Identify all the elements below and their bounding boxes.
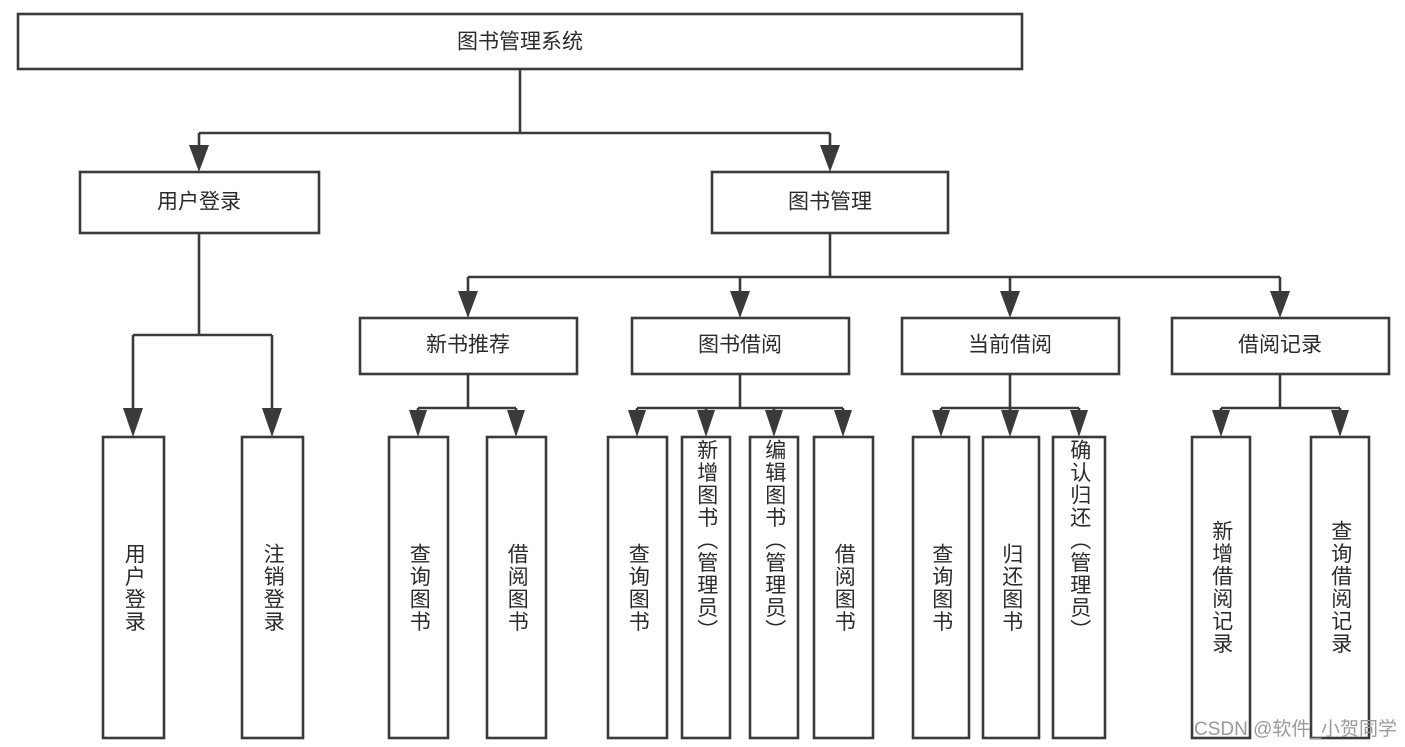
node-leaf-query-book-3-label: 查询图书 [929, 542, 953, 633]
node-user-login-box[interactable] [78, 170, 321, 235]
node-root-label: 图书管理系统 [457, 31, 583, 54]
node-leaf-borrow-book-2-box[interactable] [812, 435, 875, 740]
node-leaf-user-logout-box[interactable] [240, 435, 305, 740]
node-leaf-query-book-3-box[interactable] [911, 435, 971, 740]
node-current-borrow-box[interactable] [900, 316, 1121, 376]
node-leaf-return-book-box[interactable] [981, 435, 1041, 740]
node-leaf-query-book-2[interactable]: 查询图书 [606, 435, 669, 740]
arrow-to-leaf-query-book-1 [409, 410, 427, 437]
node-book-borrow-box[interactable] [630, 316, 851, 376]
node-leaf-return-book-label: 归还图书 [999, 542, 1023, 633]
node-leaf-borrow-book-1-box[interactable] [485, 435, 548, 740]
node-leaf-confirm-return-box[interactable] [1051, 435, 1107, 740]
node-book-management-box[interactable] [710, 170, 950, 235]
node-leaf-add-record-label: 新增借阅记录 [1209, 520, 1233, 655]
node-book-management[interactable]: 图书管理 [710, 170, 950, 235]
node-leaf-user-logout[interactable]: 注销登录 [240, 435, 305, 740]
leaf-layer: 用户登录 注销登录 查询图书 [101, 435, 1371, 740]
connector-new-book-recommend-to-leaves [416, 374, 518, 417]
node-user-login-label: 用户登录 [157, 191, 241, 214]
node-leaf-borrow-book-2-label: 借阅图书 [832, 542, 856, 633]
arrow-to-new-book-recommend [458, 291, 478, 318]
arrow-to-leaf-add-record [1212, 410, 1230, 437]
node-leaf-return-book[interactable]: 归还图书 [981, 435, 1041, 740]
arrow-to-book-management [820, 145, 840, 172]
node-book-management-label: 图书管理 [788, 191, 872, 214]
node-leaf-add-book-label: 新增图书（管理员） [694, 439, 718, 642]
node-leaf-confirm-return-label: 确认归还（管理员） [1067, 439, 1091, 642]
node-leaf-add-book[interactable]: 新增图书（管理员） [680, 435, 732, 740]
arrow-to-user-login [189, 145, 209, 172]
arrowhead-layer [123, 145, 1349, 437]
connector-book-borrow-to-leaves [635, 374, 845, 417]
connector-layer [131, 69, 1342, 417]
node-leaf-add-book-box[interactable] [680, 435, 732, 740]
node-borrow-record[interactable]: 借阅记录 [1170, 316, 1391, 376]
node-leaf-edit-book[interactable]: 编辑图书（管理员） [748, 435, 800, 740]
node-leaf-query-record[interactable]: 查询借阅记录 [1309, 435, 1371, 740]
node-leaf-user-login-label: 用户登录 [122, 542, 146, 633]
node-current-borrow-label: 当前借阅 [968, 334, 1052, 357]
connector-root-to-level2 [197, 69, 832, 158]
arrow-to-leaf-add-book [697, 410, 715, 437]
node-leaf-query-book-2-box[interactable] [606, 435, 669, 740]
node-new-book-recommend[interactable]: 新书推荐 [358, 316, 579, 376]
arrow-to-leaf-user-logout [262, 408, 282, 437]
node-leaf-edit-book-box[interactable] [748, 435, 800, 740]
connector-book-management-to-level3 [466, 233, 1282, 303]
node-current-borrow[interactable]: 当前借阅 [900, 316, 1121, 376]
node-new-book-recommend-box[interactable] [358, 316, 579, 376]
node-leaf-query-record-box[interactable] [1309, 435, 1371, 740]
arrow-to-leaf-query-record [1331, 410, 1349, 437]
arrow-to-leaf-confirm-return [1070, 410, 1088, 437]
arrow-to-borrow-record [1270, 291, 1290, 318]
connector-user-login-to-leaves [131, 233, 274, 417]
node-leaf-edit-book-label: 编辑图书（管理员） [762, 439, 786, 642]
node-leaf-borrow-book-1[interactable]: 借阅图书 [485, 435, 548, 740]
node-leaf-user-logout-label: 注销登录 [261, 542, 285, 633]
node-leaf-user-login[interactable]: 用户登录 [101, 435, 166, 740]
connector-borrow-record-to-leaves [1219, 374, 1342, 417]
node-borrow-record-label: 借阅记录 [1238, 334, 1322, 357]
node-leaf-borrow-book-2[interactable]: 借阅图书 [812, 435, 875, 740]
node-leaf-query-book-1-label: 查询图书 [407, 542, 431, 633]
node-leaf-query-book-1[interactable]: 查询图书 [387, 435, 450, 740]
arrow-to-leaf-return-book [1001, 410, 1019, 437]
node-leaf-query-book-1-box[interactable] [387, 435, 450, 740]
node-leaf-add-record[interactable]: 新增借阅记录 [1190, 435, 1252, 740]
arrow-to-leaf-borrow-book-2 [834, 410, 852, 437]
node-leaf-confirm-return[interactable]: 确认归还（管理员） [1051, 435, 1107, 740]
node-leaf-query-book-2-label: 查询图书 [626, 542, 650, 633]
arrow-to-leaf-query-book-3 [932, 410, 950, 437]
node-leaf-user-login-box[interactable] [101, 435, 166, 740]
arrow-to-book-borrow [730, 291, 750, 318]
node-user-login[interactable]: 用户登录 [78, 170, 321, 235]
node-new-book-recommend-label: 新书推荐 [426, 334, 510, 357]
arrow-to-leaf-query-book-2 [628, 410, 646, 437]
node-book-borrow-label: 图书借阅 [698, 334, 782, 357]
node-leaf-add-record-box[interactable] [1190, 435, 1252, 740]
arrow-to-leaf-borrow-book-1 [507, 410, 525, 437]
node-borrow-record-box[interactable] [1170, 316, 1391, 376]
arrow-to-current-borrow [1000, 291, 1020, 318]
node-leaf-borrow-book-1-label: 借阅图书 [505, 542, 529, 633]
node-leaf-query-record-label: 查询借阅记录 [1328, 520, 1352, 655]
node-root[interactable]: 图书管理系统 [16, 12, 1024, 71]
arrow-to-leaf-user-login [123, 408, 143, 437]
node-book-borrow[interactable]: 图书借阅 [630, 316, 851, 376]
node-root-box[interactable] [16, 12, 1024, 71]
node-leaf-query-book-3[interactable]: 查询图书 [911, 435, 971, 740]
arrow-to-leaf-edit-book [765, 410, 783, 437]
